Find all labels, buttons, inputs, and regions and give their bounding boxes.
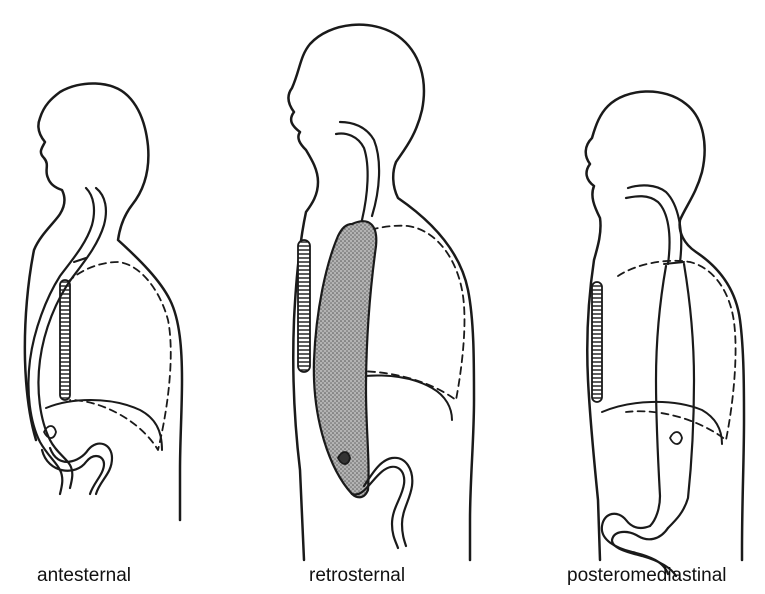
sternum-antesternal xyxy=(60,280,70,400)
panel-antesternal xyxy=(25,83,182,520)
conduit-posteromediastinal-outer xyxy=(668,264,694,528)
sternum-posteromediastinal xyxy=(592,282,602,402)
sternum-retrosternal xyxy=(298,240,310,372)
cervical-esophagus-retrosternal-inner xyxy=(336,134,368,220)
label-retrosternal: retrosternal xyxy=(309,565,405,587)
body-outline-retrosternal xyxy=(288,25,474,560)
pylorus-posteromediastinal xyxy=(670,432,682,444)
body-outline-posteromediastinal xyxy=(586,91,744,560)
panel-retrosternal xyxy=(288,25,474,560)
stomach-loop-retrosternal-inner xyxy=(364,458,412,546)
conduit-posteromediastinal xyxy=(650,266,666,526)
diaphragm-posteromediastinal xyxy=(602,402,722,444)
label-antesternal: antesternal xyxy=(37,565,131,587)
cervical-esophagus-posteromediastinal-inner xyxy=(626,196,670,264)
lung-posteromediastinal xyxy=(618,261,736,440)
label-posteromediastinal: posteromediastinal xyxy=(567,565,726,587)
pylorus-retrosternal xyxy=(338,452,350,464)
anastomosis-posteromediastinal xyxy=(664,262,684,264)
panel-posteromediastinal xyxy=(586,91,744,576)
cervical-esophagus-retrosternal xyxy=(340,122,379,216)
